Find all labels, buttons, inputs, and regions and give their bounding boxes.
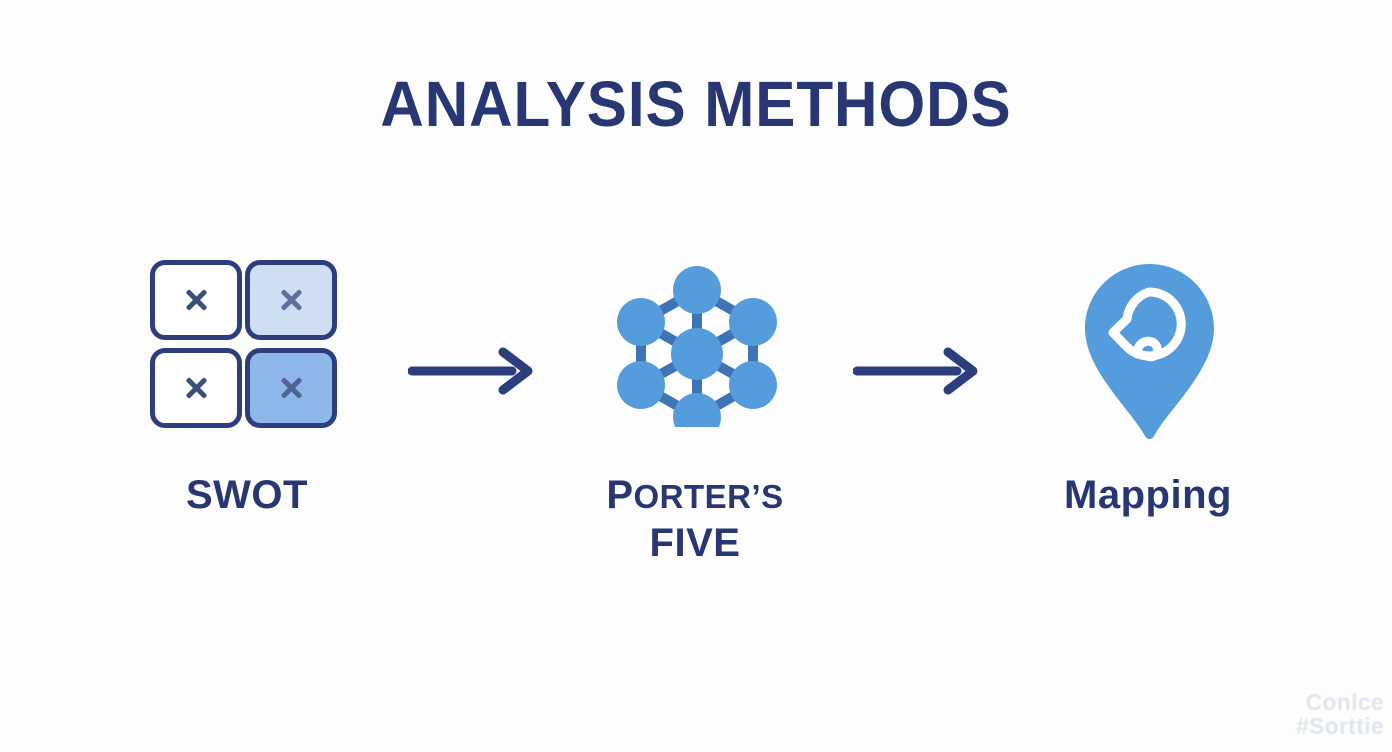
- x-mark-icon: [278, 375, 304, 401]
- watermark: Conlce #Sorttie: [1296, 690, 1384, 738]
- flow-step-label-porters-five: PORTER’S FIVE: [545, 472, 845, 566]
- flow-step-label-mapping: Mapping: [1064, 473, 1232, 517]
- watermark-line-1: Conlce: [1305, 689, 1384, 715]
- flow-step-mapping[interactable]: Mapping: [998, 250, 1298, 590]
- mapping-icon-container: [998, 250, 1298, 440]
- flow-step-label-swot: SWOT: [186, 473, 308, 517]
- process-flow: SWOT: [0, 250, 1392, 590]
- label-small-caps: ORTER’S: [633, 478, 784, 515]
- x-mark-icon: [183, 375, 209, 401]
- label-second-line: FIVE: [649, 521, 741, 565]
- arrow-right-icon-2: [852, 347, 983, 395]
- network-icon-container: [545, 250, 845, 441]
- flow-step-porters-five[interactable]: PORTER’S FIVE: [545, 250, 845, 590]
- x-mark-icon: [183, 287, 209, 313]
- swot-cell-top-left: [150, 260, 242, 340]
- swot-cell-bottom-right: [245, 348, 337, 428]
- swot-icon-container: [97, 250, 397, 440]
- watermark-line-2: #Sorttie: [1295, 713, 1384, 739]
- arrow-right-icon-1: [407, 347, 538, 395]
- map-pin-chat-icon: [1083, 262, 1216, 439]
- swot-cell-top-right: [245, 260, 337, 340]
- swot-cell-bottom-left: [150, 348, 242, 428]
- flow-step-swot[interactable]: SWOT: [97, 250, 397, 590]
- label-initial-cap: P: [606, 473, 634, 517]
- network-hexagon-icon: [615, 262, 780, 441]
- swot-grid-icon: [150, 260, 346, 433]
- x-mark-icon: [278, 287, 304, 313]
- page-title: ANALYSIS METHODS: [380, 68, 1012, 140]
